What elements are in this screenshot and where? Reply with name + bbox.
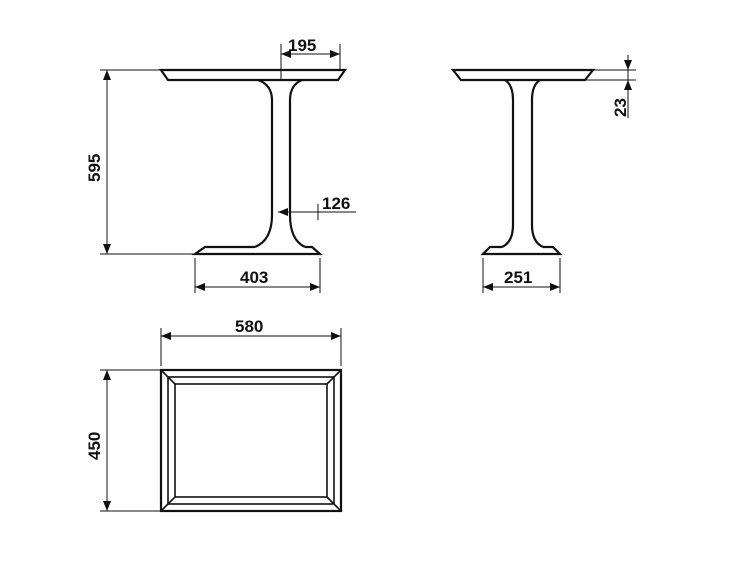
dim-595-label: 595: [85, 154, 104, 182]
dim-251-label: 251: [504, 268, 532, 287]
front-base: [191, 245, 323, 256]
plan-bevel: [167, 376, 335, 505]
front-column: [254, 78, 306, 249]
dim-126-label: 126: [322, 194, 350, 213]
side-table-top: [450, 68, 596, 82]
dim-580-label: 580: [235, 317, 263, 336]
side-elevation: 23 251: [450, 55, 636, 293]
dim-450-label: 450: [85, 432, 104, 460]
front-elevation: 195 595 126 403: [85, 36, 356, 293]
dim-403-label: 403: [240, 268, 268, 287]
side-base: [480, 245, 563, 256]
plan-view: 580 450: [85, 317, 343, 513]
plan-inner-edge: [174, 383, 328, 498]
dim-23-label: 23: [611, 98, 630, 117]
side-column: [501, 79, 544, 249]
dim-195-label: 195: [288, 36, 316, 55]
plan-outer-edge: [159, 368, 343, 513]
front-table-top: [158, 68, 348, 82]
